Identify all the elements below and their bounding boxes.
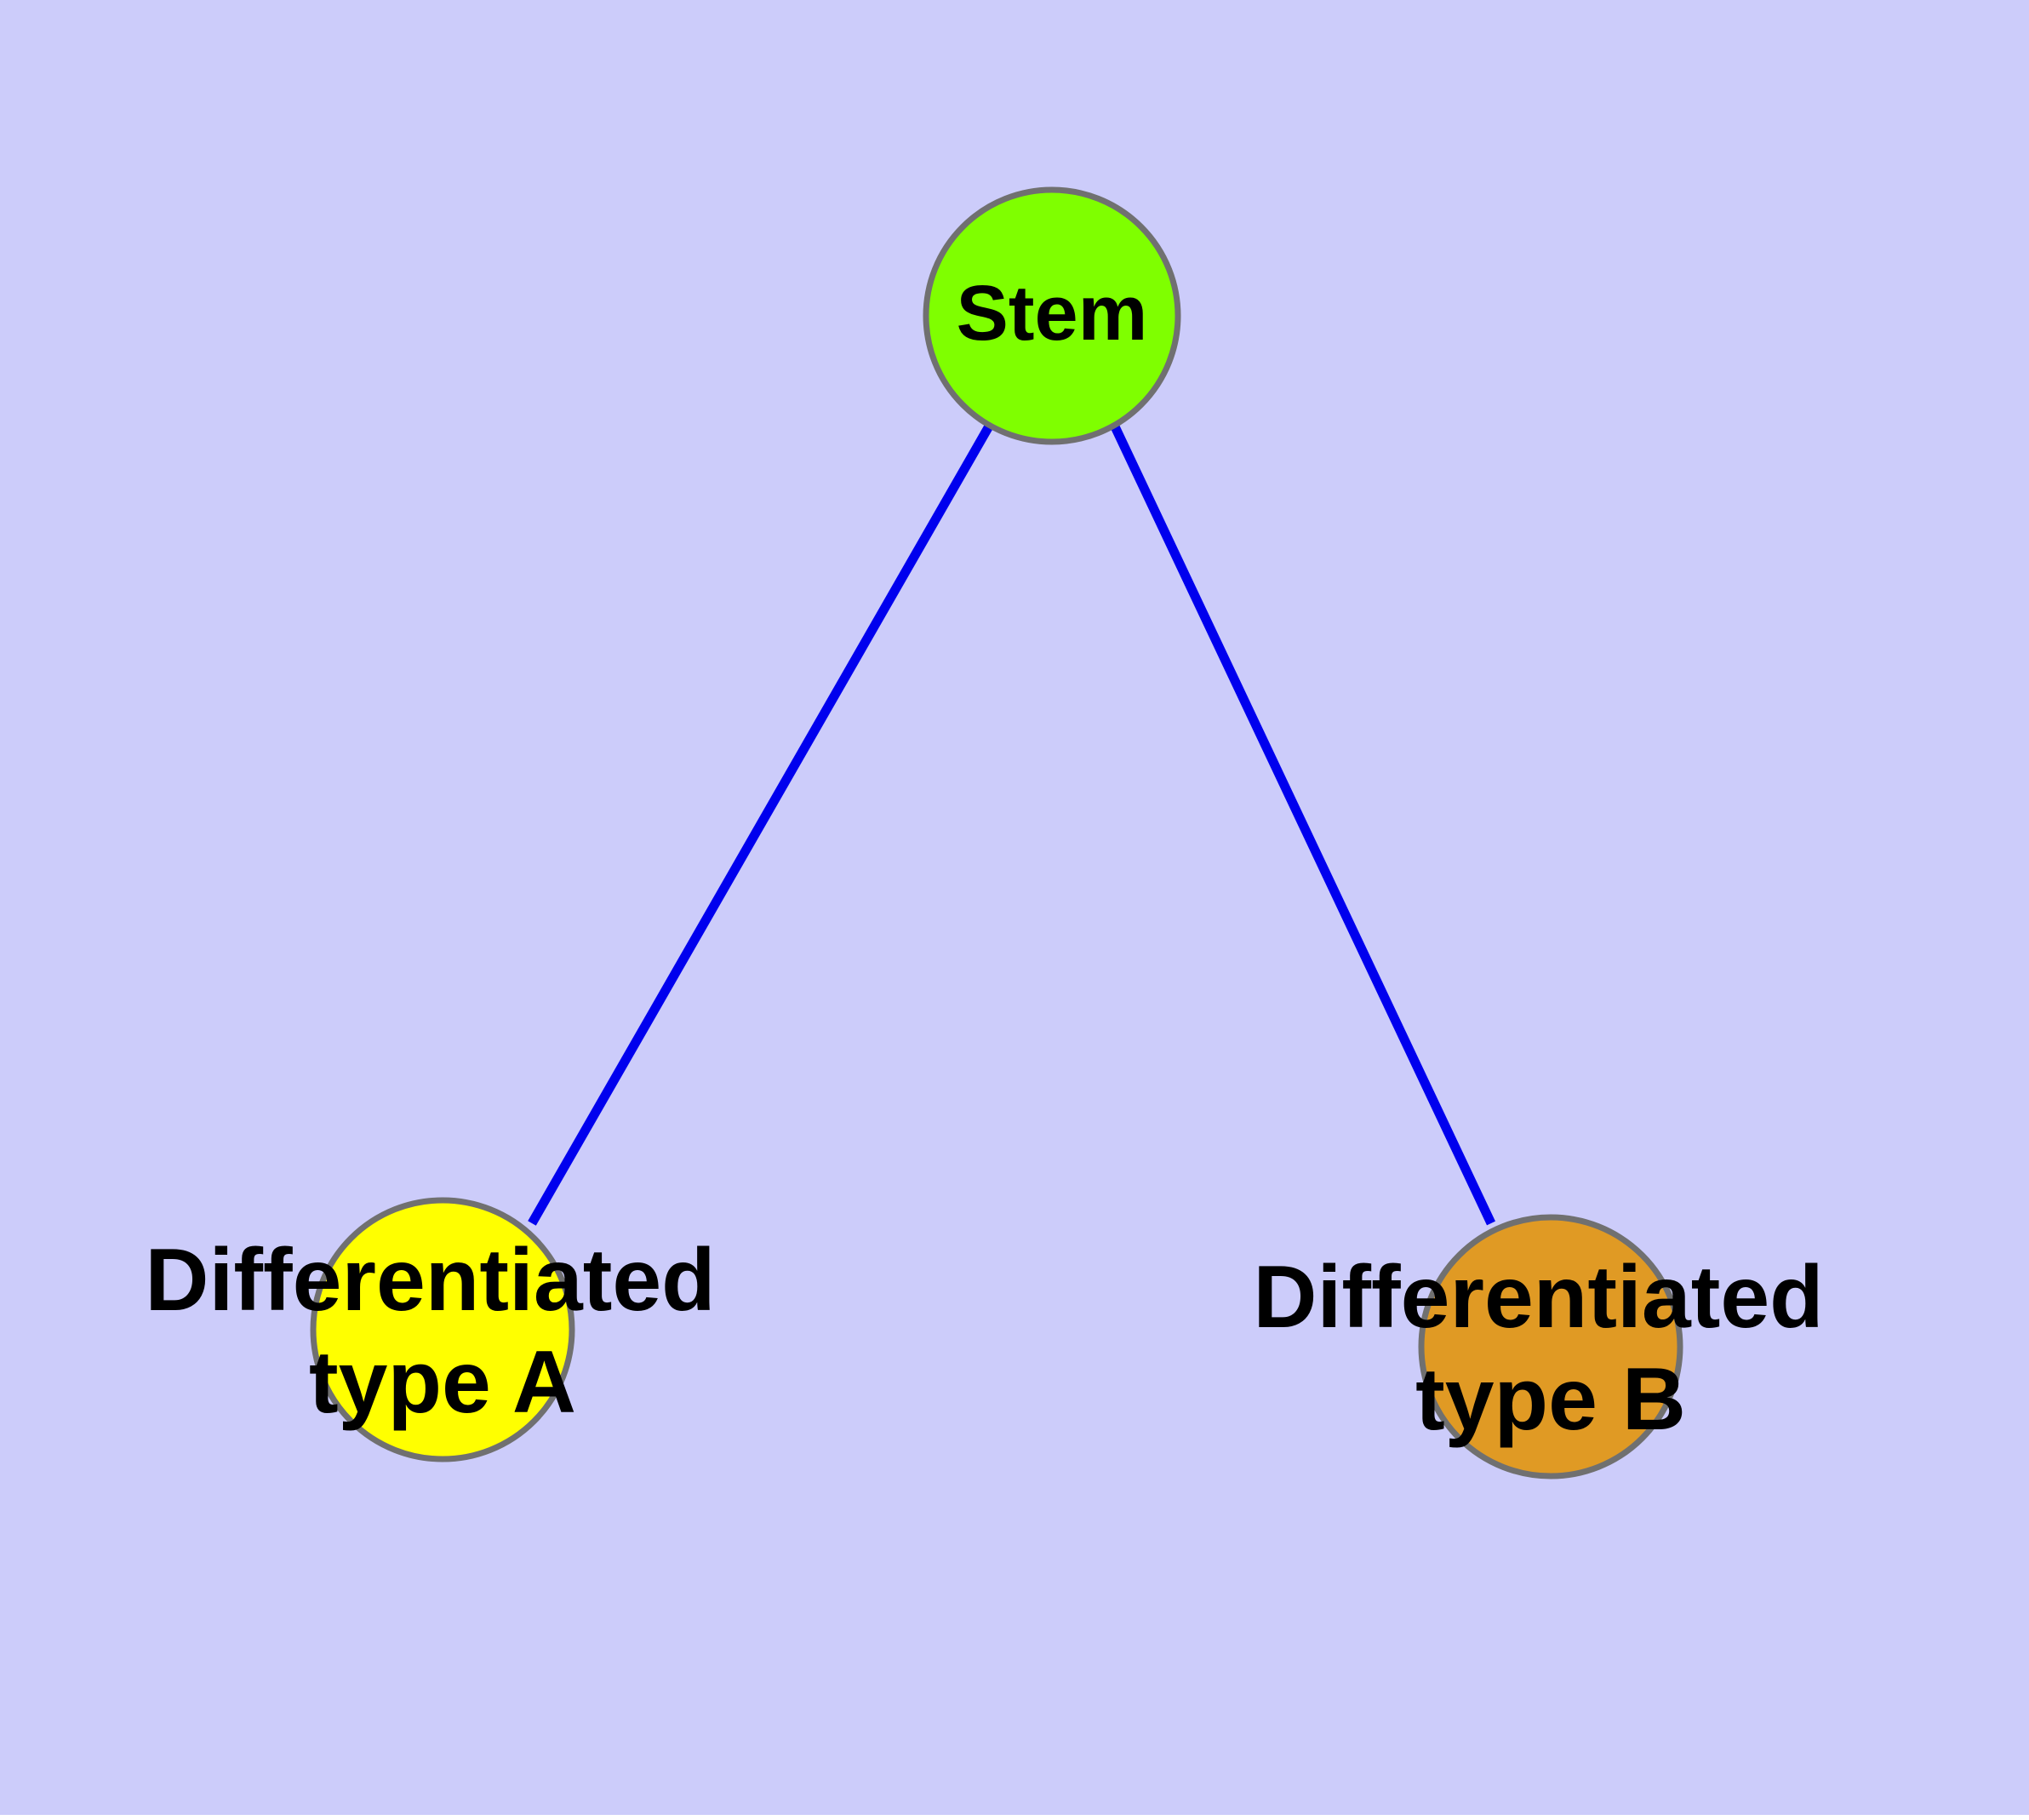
node-differentiated-type-b-circle[interactable] bbox=[1418, 1214, 1683, 1479]
node-differentiated-type-a-label-line-2: type A bbox=[309, 1333, 576, 1432]
node-differentiated-type-a[interactable] bbox=[310, 1197, 575, 1462]
label-layer: Stem Differentiated type A Differentiate… bbox=[145, 270, 1848, 1449]
edge-stem-to-differentiated-type-b[interactable] bbox=[1110, 422, 1495, 1226]
node-differentiated-type-b-label-line-1: Differentiated bbox=[1253, 1248, 1823, 1347]
node-stem-label-line-1: Stem bbox=[957, 270, 1148, 357]
node-differentiated-type-a-label: Differentiated type A bbox=[145, 1231, 740, 1432]
edge-layer bbox=[528, 422, 1495, 1226]
node-stem-circle[interactable] bbox=[923, 186, 1181, 445]
node-stem-label: Stem bbox=[957, 270, 1148, 357]
node-differentiated-type-a-circle[interactable] bbox=[310, 1197, 575, 1462]
canvas-bottom-strip bbox=[0, 1815, 2029, 1820]
node-stem[interactable] bbox=[923, 186, 1181, 445]
node-differentiated-type-a-label-line-1: Differentiated bbox=[145, 1231, 715, 1330]
node-differentiated-type-b-label: Differentiated type B bbox=[1253, 1248, 1848, 1449]
node-differentiated-type-b[interactable] bbox=[1418, 1214, 1683, 1479]
node-differentiated-type-b-label-line-2: type B bbox=[1415, 1350, 1686, 1449]
edge-stem-to-differentiated-type-a[interactable] bbox=[528, 422, 994, 1226]
node-layer bbox=[310, 186, 1683, 1479]
